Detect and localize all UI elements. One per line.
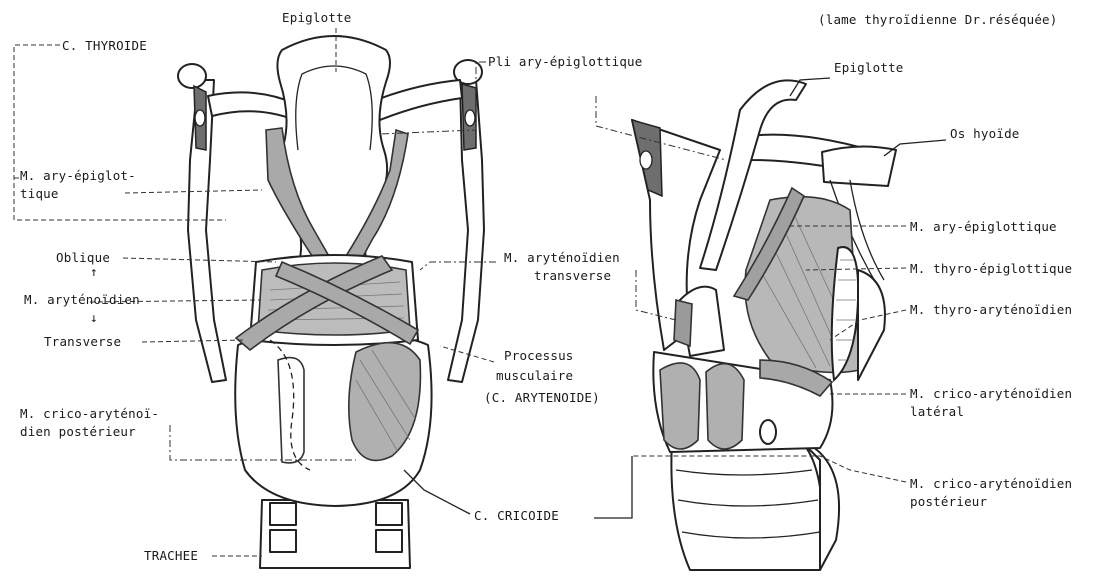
label-pli-ary-epiglottique: Pli ary-épiglottique [488,54,643,69]
label-m-thyro-arytenoidien: M. thyro-aryténoïdien [910,302,1072,317]
label-m-ary-epiglot-1: M. ary-épiglot- [20,168,136,183]
label-processus-1: Processus [504,348,574,363]
label-m-crico-lat-1: M. crico-aryténoïdien [910,386,1072,401]
label-oblique: Oblique [56,250,110,265]
label-transverse: Transverse [44,334,121,349]
right-lateral-cricoarytenoid [660,363,700,449]
left-posterior-view [178,36,484,568]
arrow-down-icon: ↓ [90,310,98,325]
label-m-crico-post-right-2: postérieur [910,494,987,509]
label-m-crico-post-right-1: M. crico-aryténoïdien [910,476,1072,491]
left-trachea [260,500,410,568]
label-m-crico-post-left-1: M. crico-aryténoï- [20,406,159,421]
label-m-thyro-epiglottique: M. thyro-épiglottique [910,261,1072,276]
label-c-thyroide: C. THYROIDE [62,38,147,53]
label-m-aryt-transverse-1: M. aryténoïdien [504,250,620,265]
label-c-cricoide: C. CRICOIDE [474,508,559,523]
label-trachee: TRACHEE [144,548,198,563]
label-m-ary-epiglot-2: tique [20,186,59,201]
label-os-hyoide: Os hyoïde [950,126,1020,141]
label-m-crico-lat-2: latéral [910,404,964,419]
label-m-crico-post-left-2: dien postérieur [20,424,136,439]
label-m-ary-epiglottique: M. ary-épiglottique [910,219,1057,234]
arrow-up-icon: ↑ [90,264,98,279]
label-processus-2: musculaire [496,368,573,383]
label-epiglotte-left: Epiglotte [282,10,352,25]
label-header-note: (lame thyroïdienne Dr.réséquée) [818,12,1058,27]
label-m-arytenoidien: M. aryténoïdien [24,292,140,307]
right-lateral-view [632,80,896,570]
label-processus-3: (C. ARYTENOIDE) [484,390,600,405]
label-m-aryt-transverse-2: transverse [534,268,611,283]
label-epiglotte-right: Epiglotte [834,60,904,75]
left-thyroid-wing-left [188,80,226,382]
right-trachea [671,440,839,570]
